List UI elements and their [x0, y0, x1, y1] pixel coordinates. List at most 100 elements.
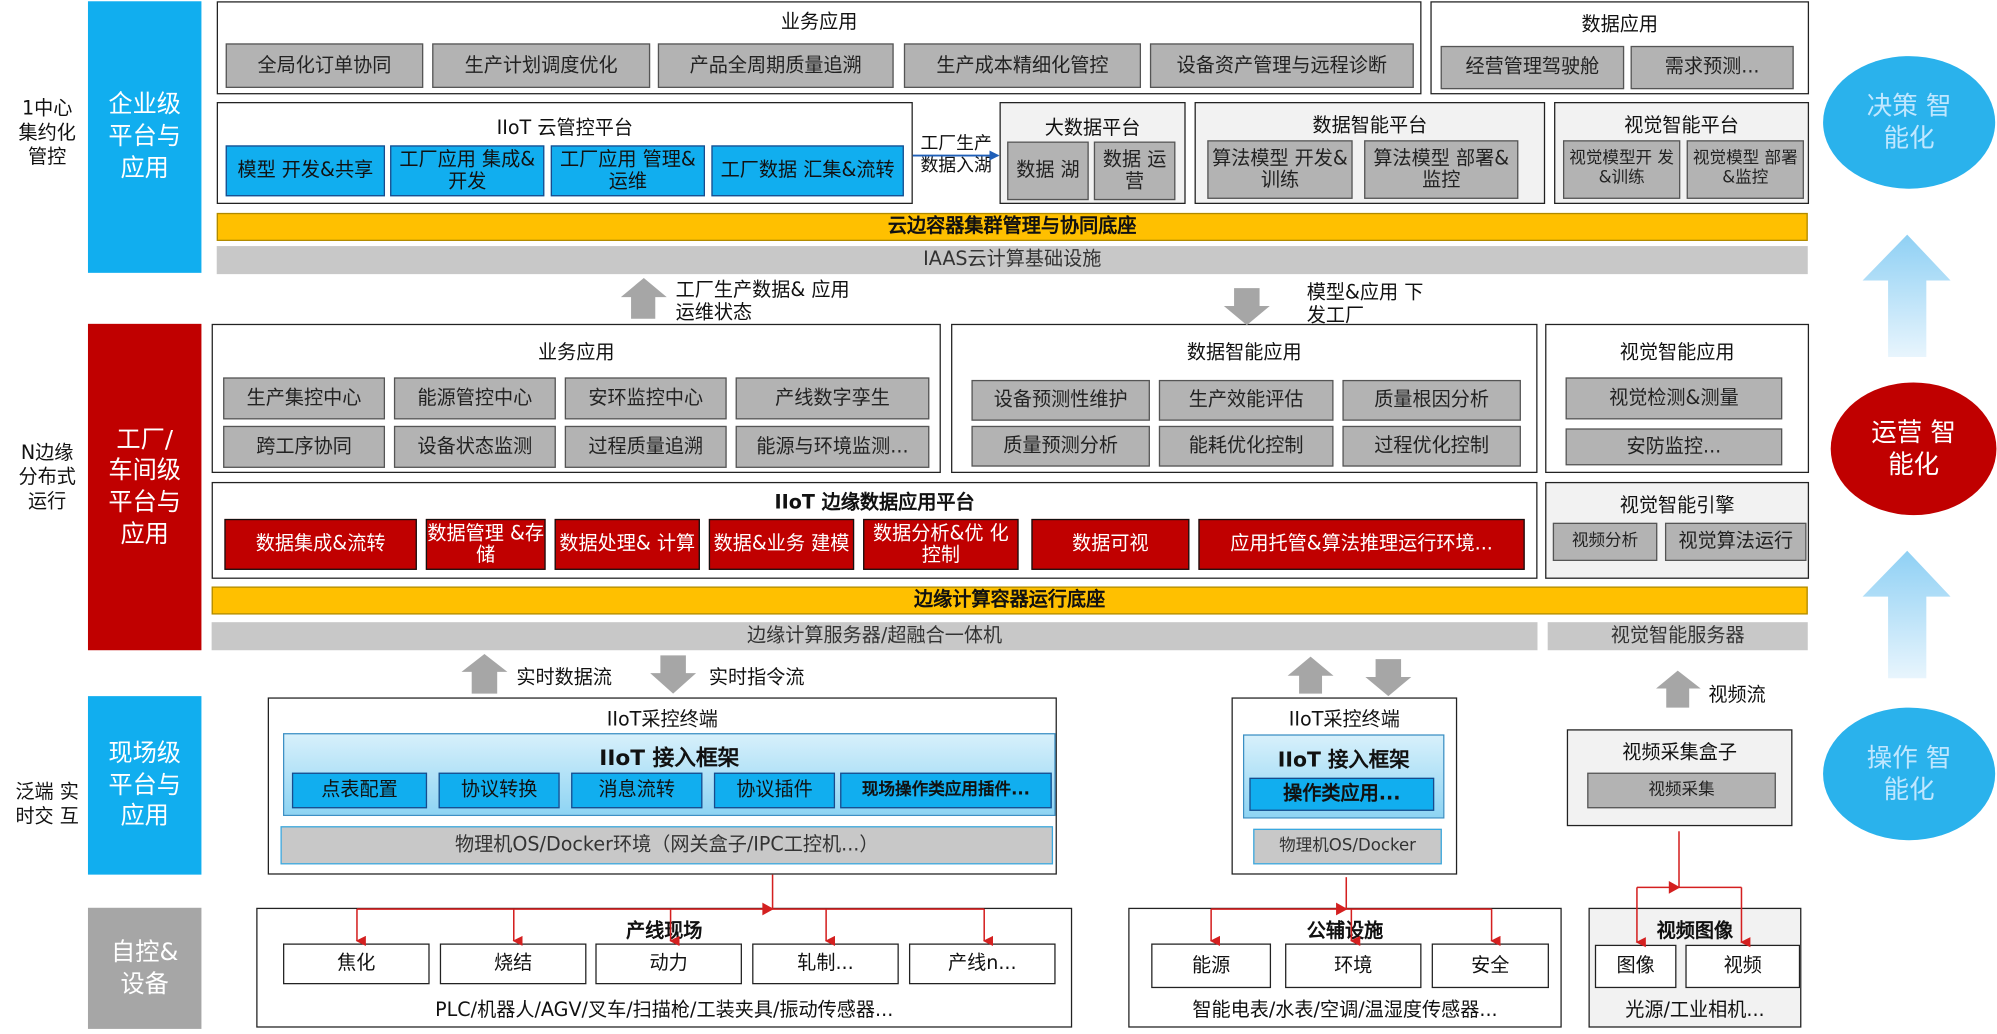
factory-biz-item[interactable]: 生产集控中心 [223, 377, 386, 420]
vision-engine-item[interactable]: 视觉算法运行 [1664, 522, 1807, 561]
util-item[interactable]: 安全 [1431, 943, 1549, 989]
edge-container-bar: 边缘计算容器运行底座 [211, 586, 1808, 615]
gray-down-arrow-2 [1365, 659, 1412, 697]
enterprise-biz-item[interactable]: 生产计划调度优化 [432, 43, 651, 88]
enterprise-biz-title: 业务应用 [780, 10, 858, 34]
edge-platform-item[interactable]: 应用托管&算法推理运行环境... [1198, 518, 1525, 570]
vision-server-bar: 视觉智能服务器 [1547, 622, 1808, 651]
dataint-item[interactable]: 算法模型 部署&监控 [1364, 140, 1519, 199]
edge-platform-item[interactable]: 数据可视 [1031, 518, 1190, 570]
os-env-2: 物理机OS/Docker [1253, 828, 1442, 865]
ops-label: 运营 智能化 [1871, 416, 1956, 480]
vision-engine-title: 视觉智能引擎 [1619, 493, 1735, 517]
framework1-item[interactable]: 点表配置 [291, 772, 428, 809]
factory-dataint-item[interactable]: 质量根因分析 [1342, 379, 1521, 421]
line-item[interactable]: 动力 [595, 943, 742, 985]
edge-platform-item[interactable]: 数据处理& 计算 [554, 518, 700, 570]
framework1-item[interactable]: 协议插件 [713, 772, 836, 809]
line-item[interactable]: 轧制... [752, 943, 899, 985]
framework1-item[interactable]: 现场操作类应用插件... [840, 772, 1052, 809]
operate-label: 操作 智能化 [1866, 742, 1952, 805]
terminal2-title: IIoT采控终端 [1288, 707, 1400, 731]
vision-engine-item[interactable]: 视频分析 [1552, 522, 1658, 561]
realtime-cmd-note: 实时指令流 [708, 665, 805, 689]
bigdata-item[interactable]: 数据 湖 [1007, 141, 1089, 201]
tier-device: 自控& 设备 [87, 907, 202, 1029]
gray-up-arrow-mid [620, 277, 667, 319]
factory-vision-item[interactable]: 安防监控... [1565, 428, 1783, 466]
gray-down-arrow-1 [650, 655, 697, 694]
left-label-enterprise: 1中心 集约化 管控 [18, 96, 76, 168]
left-label-edge: N边缘 分布式 运行 [18, 441, 76, 512]
gray-down-arrow-mid [1223, 288, 1270, 326]
iiot-cloud-item[interactable]: 工厂数据 汇集&流转 [711, 145, 904, 197]
video-stream-note: 视频流 [1708, 683, 1766, 707]
framework1-item[interactable]: 协议转换 [438, 772, 560, 809]
util-item[interactable]: 能源 [1151, 943, 1272, 989]
framework2-item[interactable]: 操作类应用... [1249, 777, 1435, 811]
operate-intelligence: 操作 智能化 [1823, 707, 1996, 841]
factory-biz-item[interactable]: 设备状态监测 [393, 425, 556, 468]
factory-biz-item[interactable]: 过程质量追溯 [564, 425, 727, 468]
decision-label: 决策 智能化 [1866, 90, 1952, 153]
edge-platform-item[interactable]: 数据分析&优 化控制 [863, 518, 1019, 570]
up-data-note: 工厂生产数据& 应用运维状态 [675, 277, 850, 324]
framework1-item[interactable]: 消息流转 [571, 772, 703, 809]
video-box-item[interactable]: 视频采集 [1587, 772, 1776, 809]
enterprise-biz-item[interactable]: 设备资产管理与远程诊断 [1149, 43, 1414, 88]
enterprise-data-item[interactable]: 经营管理驾驶舱 [1440, 45, 1625, 90]
framework2-title: IIoT 接入框架 [1277, 747, 1410, 772]
dataint-item[interactable]: 算法模型 开发&训练 [1207, 140, 1353, 199]
left-label-field: 泛端 实时交 互 [15, 780, 79, 828]
util-title: 公辅设施 [1306, 919, 1384, 943]
edge-platform-title: IIoT 边缘数据应用平台 [774, 490, 975, 514]
factory-biz-item[interactable]: 能源管控中心 [393, 377, 556, 420]
gray-up-arrow-video [1656, 670, 1701, 708]
factory-dataint-item[interactable]: 设备预测性维护 [971, 379, 1150, 421]
factory-vision-item[interactable]: 视觉检测&测量 [1565, 377, 1783, 420]
cloud-edge-container-bar: 云边容器集群管理与协同底座 [216, 212, 1808, 241]
vision-platform-item[interactable]: 视觉模型 部署&监控 [1686, 140, 1804, 199]
enterprise-biz-item[interactable]: 产品全周期质量追溯 [657, 43, 894, 88]
edge-platform-item[interactable]: 数据&业务 建模 [708, 518, 855, 570]
gray-up-arrow-1 [461, 654, 508, 694]
tier-factory: 工厂/ 车间级 平台与 应用 [87, 323, 202, 651]
framework1-title: IIoT 接入框架 [599, 745, 740, 772]
down-model-note: 模型&应用 下发工厂 [1306, 280, 1424, 327]
tier-field: 现场级 平台与 应用 [87, 696, 202, 875]
util-item[interactable]: 环境 [1285, 943, 1422, 989]
iaas-bar: IAAS云计算基础设施 [216, 246, 1808, 275]
video-images-item[interactable]: 视频 [1685, 944, 1801, 989]
iiot-cloud-item[interactable]: 工厂应用 集成&开发 [390, 145, 545, 197]
factory-dataint-item[interactable]: 能耗优化控制 [1158, 425, 1334, 467]
video-images-title: 视频图像 [1656, 919, 1734, 943]
enterprise-biz-item[interactable]: 全局化订单协同 [225, 43, 424, 88]
realtime-data-note: 实时数据流 [516, 665, 612, 689]
line-item[interactable]: 产线n... [908, 943, 1056, 985]
iiot-cloud-item[interactable]: 模型 开发&共享 [225, 145, 386, 197]
factory-dataint-item[interactable]: 质量预测分析 [971, 425, 1150, 467]
line-item[interactable]: 焦化 [283, 943, 430, 985]
iiot-cloud-item[interactable]: 工厂应用 管理&运维 [550, 145, 706, 197]
lake-note: 工厂生产 数据入湖 [920, 133, 992, 176]
factory-biz-item[interactable]: 跨工序协同 [223, 425, 386, 468]
edge-platform-item[interactable]: 数据管理 &存储 [425, 518, 546, 570]
factory-dataint-item[interactable]: 生产效能评估 [1158, 379, 1334, 421]
enterprise-data-item[interactable]: 需求预测... [1630, 45, 1794, 90]
os-env-1: 物理机OS/Docker环境（网关盒子/IPC工控机...） [280, 826, 1054, 865]
line-note: PLC/机器人/AGV/叉车/扫描枪/工装夹具/振动传感器... [435, 998, 894, 1022]
tier-field-label: 现场级 平台与 应用 [108, 739, 182, 831]
vision-platform-item[interactable]: 视觉模型开 发&训练 [1562, 140, 1681, 199]
factory-biz-item[interactable]: 安环监控中心 [564, 377, 727, 420]
factory-biz-item[interactable]: 产线数字孪生 [735, 377, 930, 420]
video-images-item[interactable]: 图像 [1594, 944, 1677, 989]
edge-server-bar: 边缘计算服务器/超融合一体机 [211, 622, 1538, 651]
edge-platform-item[interactable]: 数据集成&流转 [224, 518, 417, 570]
line-item[interactable]: 烧结 [439, 943, 587, 985]
tier-enterprise: 企业级 平台与 应用 [87, 1, 202, 273]
factory-biz-item[interactable]: 能源与环境监测... [735, 425, 930, 468]
video-images-note: 光源/工业相机... [1625, 998, 1765, 1022]
enterprise-biz-item[interactable]: 生产成本精细化管控 [903, 43, 1142, 88]
factory-dataint-item[interactable]: 过程优化控制 [1342, 425, 1521, 467]
bigdata-item[interactable]: 数据 运营 [1093, 141, 1176, 201]
